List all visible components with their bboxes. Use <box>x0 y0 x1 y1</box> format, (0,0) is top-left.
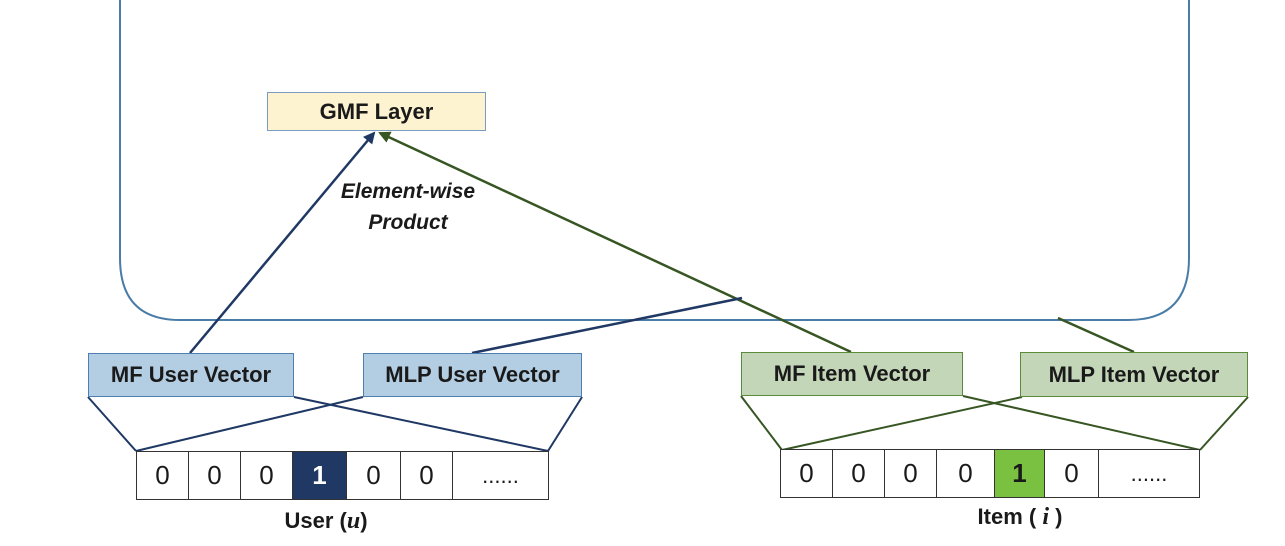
item-caption-suffix: ) <box>1049 504 1063 529</box>
mlp-user-vector-box: MLP User Vector <box>363 353 582 397</box>
gmf-layer-label: GMF Layer <box>319 98 434 124</box>
item-caption-var: i <box>1042 504 1049 530</box>
item-caption: Item ( i ) <box>940 504 1100 531</box>
user-fan-line <box>547 396 583 452</box>
product-label-line1: Element-wise <box>340 180 476 203</box>
user-onehot-cell: 0 <box>137 452 189 499</box>
user-fan-line <box>293 396 549 452</box>
item-onehot-cell: 0 <box>833 450 885 497</box>
mf-item-vector-label: MF Item Vector <box>773 361 931 386</box>
item-onehot-cell: 0 <box>1045 450 1099 497</box>
item-fan-line <box>1199 396 1249 451</box>
mf-item-to-gmf-arrow <box>378 131 852 354</box>
mf-user-vector-label: MF User Vector <box>110 362 272 387</box>
mf-user-to-gmf-arrow <box>189 131 376 354</box>
user-onehot-cell: 0 <box>401 452 453 499</box>
item-caption-prefix: Item ( <box>977 504 1043 529</box>
user-caption-prefix: User ( <box>284 508 347 533</box>
mlp-item-vector-box: MLP Item Vector <box>1020 352 1248 397</box>
user-onehot-ellipsis: ...... <box>482 462 519 488</box>
element-wise-product-label: Element-wise Product <box>318 176 498 238</box>
item-fan-line <box>962 395 1201 451</box>
item-onehot-cell: 0 <box>937 450 995 497</box>
user-caption: User (u) <box>246 508 406 535</box>
mlp-item-vector-label: MLP Item Vector <box>1048 361 1220 387</box>
item-onehot-vector: 0 0 0 0 1 0 ...... <box>780 449 1200 498</box>
gmf-layer-box: GMF Layer <box>267 92 486 131</box>
user-onehot-vector: 0 0 0 1 0 0 ...... <box>136 451 549 500</box>
mf-item-vector-box: MF Item Vector <box>741 352 963 396</box>
user-onehot-cell: 0 <box>347 452 401 499</box>
user-onehot-active-cell: 1 <box>293 452 347 499</box>
user-onehot-cell: 0 <box>241 452 293 499</box>
item-onehot-active-cell: 1 <box>995 450 1045 497</box>
container-border <box>119 0 1190 321</box>
item-fan-line <box>740 395 783 451</box>
user-fan-line <box>87 396 137 452</box>
mlp-item-stub-line <box>1057 316 1135 354</box>
user-onehot-cell: 0 <box>189 452 241 499</box>
mlp-user-vector-label: MLP User Vector <box>385 362 560 387</box>
mf-user-vector-box: MF User Vector <box>88 353 294 397</box>
user-caption-var: u <box>346 508 361 534</box>
item-onehot-cell: 0 <box>885 450 937 497</box>
item-onehot-cell: 0 <box>781 450 833 497</box>
item-onehot-ellipsis: ...... <box>1130 460 1168 486</box>
user-caption-suffix: ) <box>360 508 368 533</box>
mlp-user-stub-line <box>471 296 743 355</box>
user-fan-line <box>135 396 364 452</box>
item-fan-line <box>781 396 1023 451</box>
product-label-line2: Product <box>368 211 448 234</box>
